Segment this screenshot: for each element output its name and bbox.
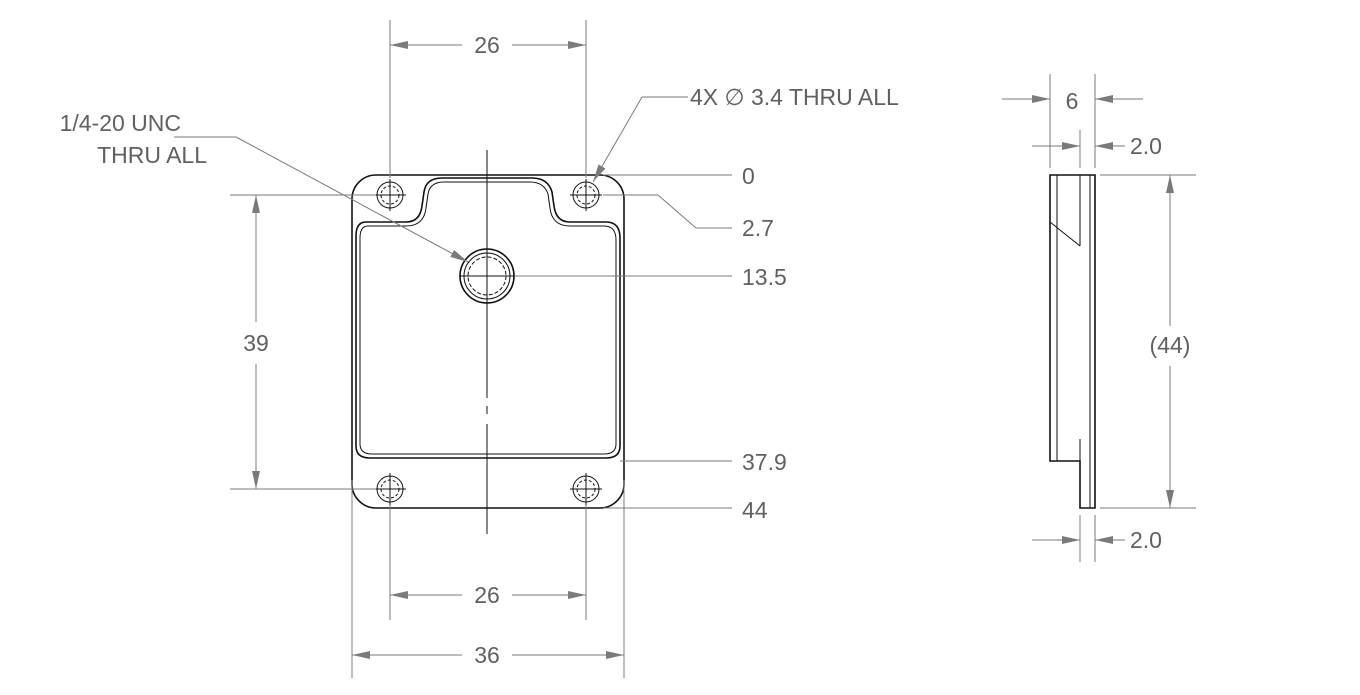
dim-text-top-26: 26 [474,32,500,58]
dim-top-hole-spacing: 26 [389,20,587,178]
corner-hole-bottom-right [570,473,602,505]
ordinate-2-7: 2.7 [742,215,774,241]
hole-callout: 4X ∅ 3.4 THRU ALL [592,84,899,183]
hole-note: 4X ∅ 3.4 THRU ALL [690,84,899,110]
ordinate-0: 0 [742,163,755,189]
corner-hole-top-left [374,179,406,211]
dim-text-bottom-26: 26 [474,582,500,608]
dim-overall-width: 36 [351,480,625,678]
pocket-inner-edge [359,181,617,455]
dim-text-36: 36 [474,642,500,668]
ordinate-13-5: 13.5 [742,264,787,290]
dim-side-bottom-step: 2.0 [1032,515,1162,562]
dim-bottom-hole-spacing: 26 [389,505,587,620]
center-hole-note-line2: THRU ALL [97,142,207,168]
ordinate-44: 44 [742,497,768,523]
plate-outline [351,174,625,509]
dim-side-reference-height: (44) [1100,174,1196,509]
dim-text-39: 39 [243,330,269,356]
pocket-outline [355,177,621,459]
dim-text-44-ref: (44) [1150,332,1191,358]
ordinate-37-9: 37.9 [742,449,787,475]
center-hole-note-line1: 1/4-20 UNC [60,110,181,136]
corner-hole-bottom-left [374,473,406,505]
dim-text-bottom-2-0: 2.0 [1130,527,1162,553]
corner-hole-top-right [570,179,602,211]
dim-text-6: 6 [1066,88,1079,114]
ordinate-dimensions: 0 2.7 13.5 37.9 44 [515,163,787,523]
front-view: 26 26 36 39 1/ [60,20,899,678]
center-hole-callout: 1/4-20 UNC THRU ALL [60,110,469,263]
side-view: 6 2.0 2.0 (44) [1002,74,1196,562]
dim-side-top-step: 2.0 [1032,130,1162,168]
dim-side-thickness: 6 [1002,74,1143,168]
dim-text-top-2-0: 2.0 [1130,133,1162,159]
dim-vertical-hole-spacing: 39 [230,194,376,490]
